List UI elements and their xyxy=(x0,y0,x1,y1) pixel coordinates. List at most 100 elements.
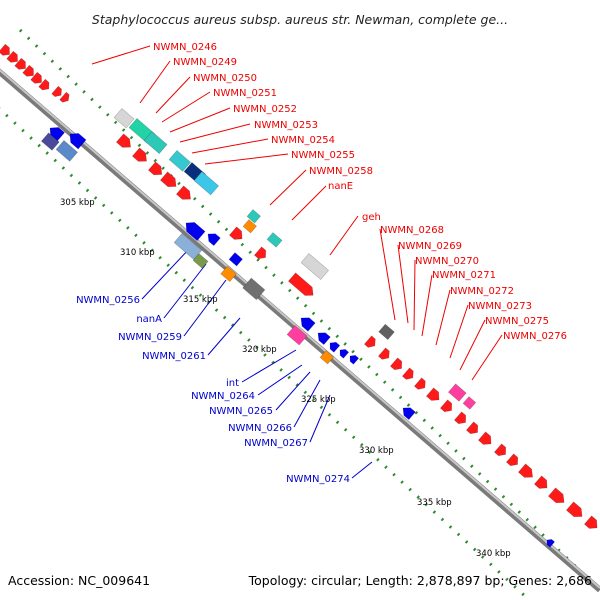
gene-label[interactable]: NWMN_0264 xyxy=(191,391,255,402)
cds-reverse-arrow[interactable] xyxy=(315,329,331,346)
gene-label[interactable]: NWMN_0276 xyxy=(503,331,567,342)
cds-reverse-arrow[interactable] xyxy=(66,129,87,150)
cds-forward-arrow[interactable] xyxy=(6,50,21,65)
gene-label[interactable]: NWMN_0273 xyxy=(468,301,532,312)
cds-forward-arrow[interactable] xyxy=(439,399,455,415)
leader-line xyxy=(179,123,251,143)
cds-feature-teal[interactable] xyxy=(246,209,261,224)
cds-feature-pink[interactable] xyxy=(447,383,467,402)
cds-feature-grey[interactable] xyxy=(113,108,135,129)
gene-label[interactable]: nanE xyxy=(328,181,353,192)
cds-forward-arrow[interactable] xyxy=(22,64,37,79)
leader-line xyxy=(397,244,409,324)
cds-forward-arrow[interactable] xyxy=(38,78,52,92)
cds-reverse-arrow[interactable] xyxy=(400,404,416,421)
cds-feature-orange[interactable] xyxy=(242,219,257,234)
gene-label[interactable]: NWMN_0270 xyxy=(415,256,479,267)
cds-reverse-arrow[interactable] xyxy=(205,230,221,247)
cds-feature-darkgrey[interactable] xyxy=(242,277,266,301)
cds-feature-teal[interactable] xyxy=(266,232,283,248)
cds-forward-arrow[interactable] xyxy=(253,246,269,262)
cds-forward-arrow[interactable] xyxy=(30,71,45,86)
cds-forward-arrow[interactable] xyxy=(287,272,316,300)
gene-label[interactable]: NWMN_0253 xyxy=(254,120,318,131)
cds-forward-arrow[interactable] xyxy=(493,443,509,459)
cds-reverse-arrow[interactable] xyxy=(337,347,350,359)
cds-forward-arrow[interactable] xyxy=(533,475,550,492)
cds-forward-arrow[interactable] xyxy=(505,453,521,469)
cds-forward-arrow[interactable] xyxy=(228,226,245,243)
gene-label[interactable]: NWMN_0271 xyxy=(432,270,496,281)
cds-feature-blue[interactable] xyxy=(228,252,243,267)
cds-forward-arrow[interactable] xyxy=(465,421,481,437)
cds-feature-pink[interactable] xyxy=(286,325,308,346)
gene-label[interactable]: NWMN_0256 xyxy=(76,295,140,306)
gene-label[interactable]: NWMN_0274 xyxy=(286,474,350,485)
cds-forward-arrow[interactable] xyxy=(453,411,469,427)
cds-feature-lightblue[interactable] xyxy=(173,233,203,260)
cds-forward-arrow[interactable] xyxy=(517,463,536,481)
cds-reverse-arrow[interactable] xyxy=(297,314,316,332)
gene-label[interactable]: NWMN_0272 xyxy=(450,286,514,297)
gene-label[interactable]: int xyxy=(226,378,239,389)
gene-label[interactable]: NWMN_0251 xyxy=(213,88,277,99)
gene-label[interactable]: NWMN_0267 xyxy=(244,438,308,449)
cds-feature-teal[interactable] xyxy=(143,131,168,155)
cds-forward-arrow[interactable] xyxy=(425,387,442,404)
cds-feature-darkgrey[interactable] xyxy=(378,323,395,341)
gene-label[interactable]: nanA xyxy=(136,314,162,325)
gene-label[interactable]: NWMN_0246 xyxy=(153,42,217,53)
leader-line xyxy=(204,153,289,165)
gene-label[interactable]: NWMN_0252 xyxy=(233,104,297,115)
gene-label[interactable]: NWMN_0268 xyxy=(380,225,444,236)
cds-forward-arrow[interactable] xyxy=(51,85,65,99)
cds-forward-arrow[interactable] xyxy=(115,133,134,151)
gene-label[interactable]: geh xyxy=(362,212,381,223)
cds-feature-slate[interactable] xyxy=(40,132,60,151)
kbp-label-330: 330 kbp xyxy=(359,446,394,456)
cds-reverse-arrow[interactable] xyxy=(347,353,360,365)
gene-label[interactable]: NWMN_0269 xyxy=(398,241,462,252)
gene-label[interactable]: NWMN_0255 xyxy=(291,150,355,161)
gene-label[interactable]: NWMN_0265 xyxy=(209,406,273,417)
cds-feature-olive[interactable] xyxy=(192,253,209,269)
cds-feature-orange[interactable] xyxy=(319,350,334,365)
cds-forward-arrow[interactable] xyxy=(363,335,378,350)
leader-line xyxy=(291,185,327,221)
cds-feature-grey[interactable] xyxy=(300,253,330,280)
cds-forward-arrow[interactable] xyxy=(131,147,150,165)
cds-forward-arrow[interactable] xyxy=(413,377,428,392)
gene-label[interactable]: NWMN_0249 xyxy=(173,57,237,68)
cds-forward-arrow[interactable] xyxy=(583,515,600,532)
leader-line xyxy=(421,274,433,337)
cds-reverse-arrow[interactable] xyxy=(182,218,206,242)
gene-label[interactable]: NWMN_0254 xyxy=(271,135,335,146)
gene-label[interactable]: NWMN_0261 xyxy=(142,351,206,362)
cds-forward-arrow[interactable] xyxy=(477,431,494,448)
gene-label[interactable]: NWMN_0266 xyxy=(228,423,292,434)
cds-forward-arrow[interactable] xyxy=(565,501,585,521)
cds-feature-cyan[interactable] xyxy=(193,171,219,196)
cds-forward-arrow[interactable] xyxy=(14,57,29,72)
cds-forward-arrow[interactable] xyxy=(59,91,72,104)
cds-forward-arrow[interactable] xyxy=(389,357,405,373)
gene-label[interactable]: NWMN_0258 xyxy=(309,166,373,177)
cds-reverse-arrow[interactable] xyxy=(327,340,341,353)
gene-label[interactable]: NWMN_0259 xyxy=(118,332,182,343)
cds-forward-arrow[interactable] xyxy=(401,367,416,382)
cds-feature-steelblue[interactable] xyxy=(55,140,78,162)
cds-forward-arrow[interactable] xyxy=(547,487,567,507)
cds-feature-pink[interactable] xyxy=(462,396,477,410)
cds-forward-arrow[interactable] xyxy=(0,43,13,58)
cds-forward-arrow[interactable] xyxy=(377,347,392,362)
cds-feature-teal[interactable] xyxy=(168,150,191,172)
leader-line xyxy=(91,45,151,65)
cds-reverse-arrow[interactable] xyxy=(545,537,556,548)
cds-forward-arrow[interactable] xyxy=(147,161,165,179)
gene-label[interactable]: NWMN_0275 xyxy=(485,316,549,327)
cds-feature-orange[interactable] xyxy=(220,265,237,283)
gene-label[interactable]: NWMN_0250 xyxy=(193,73,257,84)
cds-forward-arrow[interactable] xyxy=(175,185,194,203)
cds-forward-arrow[interactable] xyxy=(159,171,179,191)
